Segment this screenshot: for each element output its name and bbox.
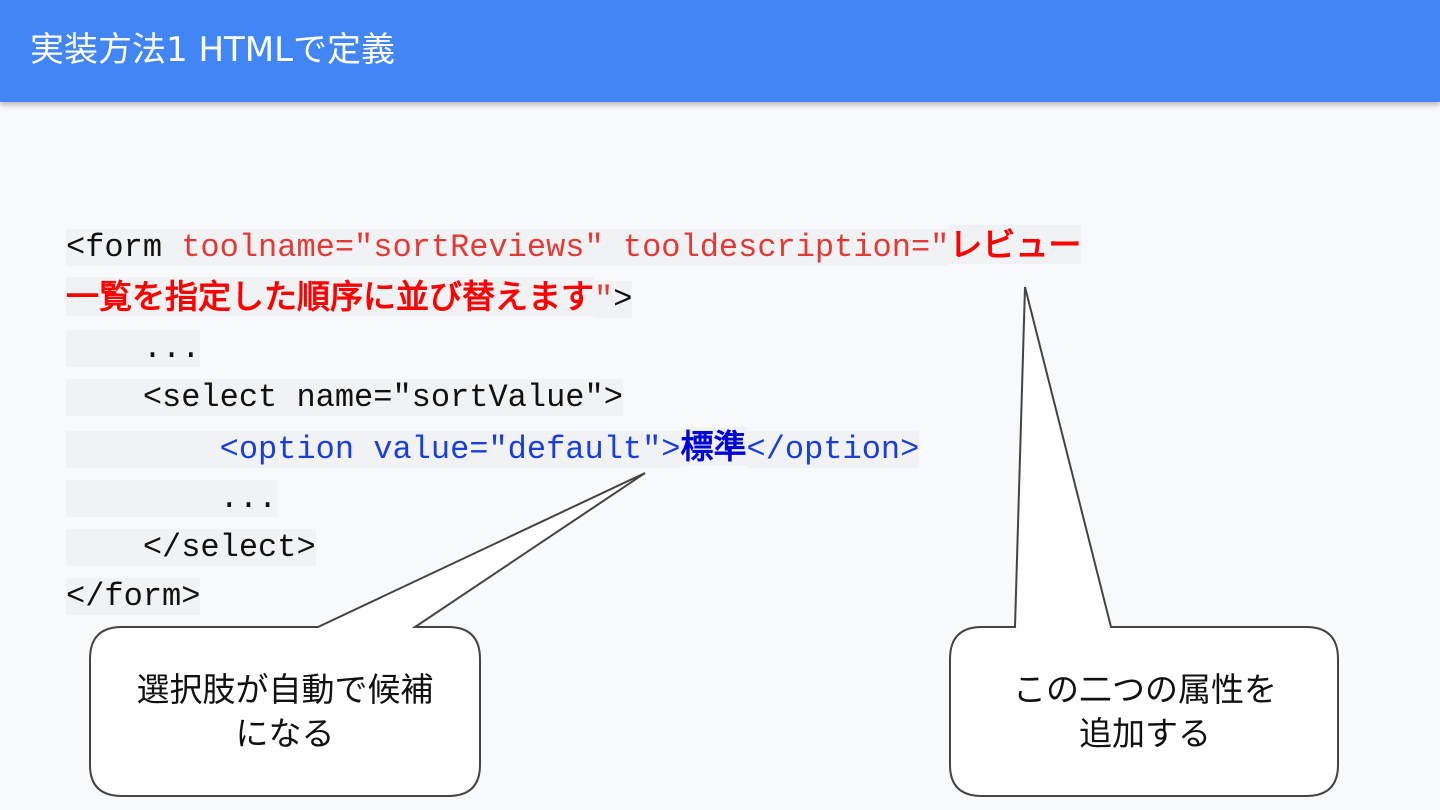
code-quote: " xyxy=(594,281,614,318)
code-description-text-start: レビュー xyxy=(949,225,1082,264)
code-form-open: <form xyxy=(66,229,182,266)
code-tool-attributes: toolname="sortReviews" tooldescription=" xyxy=(181,229,950,266)
callout-right-line1: この二つの属性を xyxy=(1013,670,1277,709)
callout-text-left: 選択肢が自動で候補 になる xyxy=(100,668,470,756)
code-ellipsis: ... xyxy=(66,480,278,517)
code-line-5: <option value="default">標準</option> xyxy=(66,422,1081,474)
code-ellipsis: ... xyxy=(66,330,201,367)
code-line-7: </select> xyxy=(66,523,1081,572)
code-select-open: <select name="sortValue"> xyxy=(66,379,623,416)
code-line-3: ... xyxy=(66,324,1081,373)
code-form-close: </form> xyxy=(66,578,201,615)
callout-text-right: この二つの属性を 追加する xyxy=(960,668,1330,756)
code-description-text-end: 一覧を指定した順序に並び替えます xyxy=(66,277,594,316)
code-line-4: <select name="sortValue"> xyxy=(66,373,1081,422)
callout-left-line2: になる xyxy=(235,714,335,753)
slide-header: 実装方法1 HTMLで定義 xyxy=(0,0,1440,102)
callout-bubble-right xyxy=(949,286,1339,797)
code-option-open: <option value="default"> xyxy=(66,431,681,468)
code-line-1: <form toolname="sortReviews" tooldescrip… xyxy=(66,220,1082,272)
code-tag-close: > xyxy=(613,281,633,318)
slide-title: 実装方法1 HTMLで定義 xyxy=(30,30,396,70)
code-block: <form toolname="sortReviews" tooldescrip… xyxy=(66,220,1082,621)
callout-left-line1: 選択肢が自動で候補 xyxy=(136,670,434,709)
code-line-2: 一覧を指定した順序に並び替えます"> xyxy=(66,272,1081,324)
code-option-close: </option> xyxy=(746,431,920,468)
code-option-label: 標準 xyxy=(680,427,747,466)
callout-bubble-left xyxy=(89,472,646,797)
code-select-close: </select> xyxy=(66,529,316,566)
callout-right-line2: 追加する xyxy=(1079,714,1211,753)
code-line-8: </form> xyxy=(66,572,1081,621)
code-line-6: ... xyxy=(66,474,1081,523)
